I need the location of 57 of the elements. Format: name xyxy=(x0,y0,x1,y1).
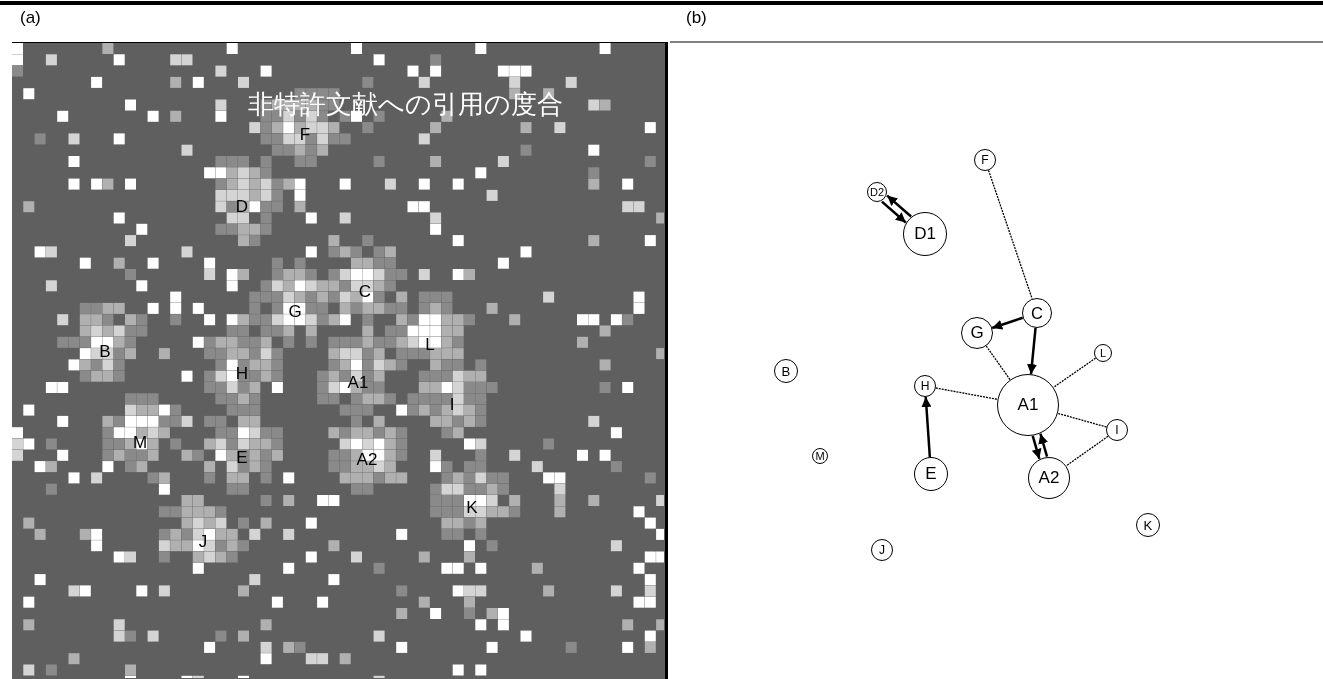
cluster-label: I xyxy=(449,395,455,415)
arrow xyxy=(886,194,912,218)
connector-line xyxy=(935,387,999,401)
node-label: L xyxy=(1099,347,1107,359)
panel-label: (a) xyxy=(20,8,41,28)
cluster-label: D xyxy=(235,197,249,217)
cluster-label: H xyxy=(235,364,249,384)
arrow xyxy=(1027,327,1037,375)
arrow xyxy=(991,316,1024,330)
node-label: D2 xyxy=(869,186,885,198)
node-circle xyxy=(1028,457,1070,499)
node-circle xyxy=(1106,419,1128,441)
cluster-label: E xyxy=(236,448,248,468)
node-label: K xyxy=(1143,517,1153,533)
cluster-label: J xyxy=(198,532,208,552)
node-label: E xyxy=(925,464,937,484)
node-circle xyxy=(974,149,996,171)
node-circle xyxy=(774,359,798,383)
connector-line xyxy=(1052,357,1097,388)
node-label: A2 xyxy=(1038,468,1060,488)
connector-line xyxy=(985,345,1011,381)
cluster-label: A2 xyxy=(356,450,378,470)
node-circle xyxy=(1094,344,1112,362)
cluster-label: L xyxy=(425,335,435,355)
arrow xyxy=(881,200,907,224)
cluster-label: C xyxy=(358,282,372,302)
node-circle xyxy=(903,212,947,256)
node-circle xyxy=(961,317,993,349)
node-label: F xyxy=(981,153,989,167)
panel-label: (b) xyxy=(686,8,707,28)
node-circle xyxy=(914,457,948,491)
arrow xyxy=(1038,433,1049,458)
connector-line xyxy=(987,169,1033,300)
node-circle xyxy=(914,375,936,397)
node-label: I xyxy=(1115,423,1119,437)
node-circle xyxy=(997,374,1059,436)
node-circle xyxy=(1136,513,1160,537)
arrow xyxy=(921,396,932,458)
cluster-label: M xyxy=(132,433,148,453)
connector-line xyxy=(1057,412,1108,428)
node-label: A1 xyxy=(1017,395,1039,415)
cluster-label: F xyxy=(299,125,311,145)
node-circle xyxy=(1022,298,1052,328)
node-label: D1 xyxy=(914,224,936,244)
node-label: G xyxy=(970,323,984,343)
node-label: J xyxy=(878,543,885,557)
connector-line xyxy=(1065,435,1109,467)
cluster-label: G xyxy=(288,302,302,322)
node-circle xyxy=(871,539,893,561)
node-label: B xyxy=(781,363,791,379)
cluster-label: K xyxy=(466,498,478,518)
cluster-label: B xyxy=(99,342,111,362)
node-label: H xyxy=(920,379,930,393)
arrow xyxy=(1031,435,1042,460)
node-label: M xyxy=(815,450,825,462)
cluster-label: A1 xyxy=(347,373,369,393)
node-label: C xyxy=(1031,303,1043,323)
